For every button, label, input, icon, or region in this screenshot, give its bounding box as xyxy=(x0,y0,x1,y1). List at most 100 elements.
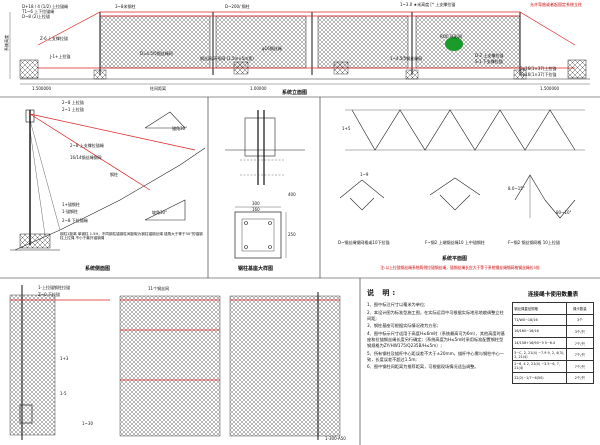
angle-2: 坡角30° xyxy=(152,209,167,215)
table-cell: 钢丝绳直径规格 xyxy=(512,302,567,315)
table-cell: 3个 xyxy=(565,313,595,327)
table-cell: 7个/只 xyxy=(565,348,595,361)
side-title: 系统侧面图 xyxy=(85,265,110,272)
plan-d4: 8.0~15° xyxy=(508,186,525,191)
label-b: J-1+上拉锚 xyxy=(49,53,70,59)
top-rope xyxy=(37,11,576,46)
spec-left: D+18 / 4 (1/2) 上拉锚绳 xyxy=(22,3,68,9)
plate-d1: 300 xyxy=(252,201,260,206)
rope-dim: φ16钢丝绳 xyxy=(262,45,282,51)
ring-label: ROC 环形网 xyxy=(440,33,462,39)
label-a: Z-6 上支撑拉锚 xyxy=(40,35,68,41)
note-3: 3、钢柱基座可根据实际情况改为方形; xyxy=(367,323,439,329)
label-c: S-1 下支撑拉锚 xyxy=(475,58,503,64)
dim-bottom-right: 1.500000 xyxy=(540,86,560,91)
net-panel-4 xyxy=(415,15,521,69)
table-cell: 绳卡数量 xyxy=(565,302,595,315)
anchor-right: 3φ16(1×37)上拉锚 xyxy=(520,65,556,71)
table-cell: T1/W0~18/16 xyxy=(512,313,567,327)
side-l7: 1-锚钢柱 xyxy=(62,208,78,214)
table-title: 连接绳卡使用数量表 xyxy=(527,292,579,298)
red-note: 注:以上拉锚钢丝绳系统两侧拉锚钢丝绳，锚钢丝绳长应大于等于系统钢丝绳钢网格钢丝绳… xyxy=(380,265,540,270)
label-d: D-2 上支撑拉锚 xyxy=(475,52,503,58)
side-l1: 2~8 上拉锚 xyxy=(62,99,84,105)
table-cell: 3个/只 xyxy=(565,325,595,338)
plan-d2: 1~9 xyxy=(360,172,369,177)
note-6: 6、图中钢柱间距离为推荐距离，可根据现场情况适当调整。 xyxy=(367,364,479,370)
plate-title: 钢柱基座大样图 xyxy=(238,265,273,272)
plan-d1: 1+5 xyxy=(342,126,351,131)
table-cell: 7个/只 xyxy=(565,359,595,373)
spec-left-3: D~8 (2)上拉锚 xyxy=(22,13,50,19)
table-cell: 7个/只 xyxy=(565,336,595,350)
dim-bottom-mid: 柱间距离 xyxy=(150,85,166,91)
notes-heading: 说 明: xyxy=(367,289,399,297)
bl-l7: 1-300-A50 xyxy=(325,436,346,441)
plan-sub-2: F~钢2 上端钢丝绳10 上中锚钢柱 xyxy=(425,239,485,245)
note-2: 2、本设计图为标准型施工图，在实际运用中可根据实际地形地貌调整立柱间距; xyxy=(367,309,504,321)
plan-d3: 80~10° xyxy=(556,210,572,215)
anchor-right-2: 3φ16(1×37)下拉锚 xyxy=(520,71,556,77)
left-anchor-block xyxy=(19,59,39,79)
base-plate-view: 300 160 250 400 钢柱基座大样图 xyxy=(225,110,305,272)
dim-bottom-left: 1.500000 xyxy=(32,86,52,91)
ring-net-symbol xyxy=(445,37,463,51)
table-cell: 5~C, 2, 21(4) ~7.9 9, 2, 4(3), 2, 21(4) xyxy=(512,348,567,361)
right-top-label: 1~3.0 ★米高度 [* 上支撑拉锚 xyxy=(400,1,455,7)
bl-l2: Z~0 下拉锚 xyxy=(38,291,60,297)
table-cell: 2个/只 xyxy=(565,371,595,385)
net-label-1: D=4.5/5钢丝绳网 xyxy=(140,50,173,56)
spec-left-2: T1~6 上下拉锚绳 xyxy=(21,8,54,14)
net-panel-1 xyxy=(99,15,211,69)
bl-l4: 1-5 xyxy=(60,391,67,396)
corner-right-label: 允许弯曲或者起固定系统立柱 xyxy=(530,1,582,7)
plan-view: 1+5 1~9 80~10° 8.0~15° D~钢丝绳钢网格或10下拉锚 F~… xyxy=(338,109,585,262)
side-l3: 2~8 上支撑拉锚绳 xyxy=(70,142,104,148)
bl-l3: 1+3 xyxy=(60,356,69,361)
plate-d4: 400 xyxy=(288,192,296,197)
mid-post-label: D~200/ 钢柱 xyxy=(225,3,250,9)
side-l4: 16/14钢丝绳钢网 xyxy=(70,154,102,160)
note-5: 5、所有钢柱及锚杆中心距误差不大于±20mm，锚杆中心需与钢柱中心一致，长度误差… xyxy=(367,350,504,362)
table-row: 22(2)~1/7~6(50)2个/只 xyxy=(512,371,595,385)
elevation-title: 系统立面图 xyxy=(282,89,307,96)
height-label: 系统高度 xyxy=(3,35,9,51)
plate-d3: 250 xyxy=(288,232,296,237)
note-1: 1、图中标注尺寸以毫米为单位; xyxy=(367,302,426,308)
posts xyxy=(99,12,521,75)
dim-bottom-mid-2: 1.00000 xyxy=(250,86,267,91)
table-cell: 14/158+16/90~5 5~6.4 xyxy=(512,336,567,350)
plan-sub-3: F~钢2 钢丝钢网格 10上拉锚 xyxy=(508,239,560,245)
table-row: 2~6, 4 2, 21(4) ~3.5~6, 7, 21(4)7个/只 xyxy=(512,359,595,373)
side-view: 2~8 上拉锚 2~1 上拉锚 2~8 上支撑拉锚绳 16/14钢丝绳钢网 钢柱… xyxy=(10,99,206,272)
right-anchor-block xyxy=(567,59,587,79)
table-row: 5~C, 2, 21(4) ~7.9 9, 2, 4(3), 2, 21(4)7… xyxy=(512,348,595,361)
notes-block: 说 明: 1、图中标注尺寸以毫米为单位; 2、本设计图为标准型施工图，在实际运用… xyxy=(367,289,507,372)
plan-sub-1: D~钢丝绳钢网格或10下拉锚 xyxy=(338,239,390,245)
post-label: 3~8米钢柱 xyxy=(115,3,135,9)
side-l8: 2~8 下拉锚绳 xyxy=(62,217,88,223)
bottom-details: 1-上拉锚钢柱拉锚 Z~0 下拉锚 1+3 1-5 1~30 11个钢丝网 1-… xyxy=(9,284,346,441)
bl-l6: 11个钢丝网 xyxy=(148,285,169,291)
table-row: 钢丝绳直径规格绳卡数量 xyxy=(512,302,595,315)
table-cell: 16/160~16/16 xyxy=(512,325,567,338)
plate-d2: 160 xyxy=(252,207,260,212)
side-l2: 2~1 上拉锚 xyxy=(62,106,84,112)
table-cell: 22(2)~1/7~6(50) xyxy=(512,371,567,385)
net-label-2: 1~4.5/5钢丝绳网 xyxy=(390,55,422,61)
net-note: 钢丝网/环形网 (1.5m×5m宽) xyxy=(200,55,254,61)
note-4: 4、图中标示尺寸适用于高度H≤6m时（系统最高可为6m），其他高度时基座和拉锚钢… xyxy=(367,330,505,349)
side-l5: 钢柱 xyxy=(110,171,118,177)
side-note: 钢柱1距离 单钢柱 1.5H，不同钢柱锚钢柱间距取为钢柱锚钢丝绳 锚角大于等于3… xyxy=(60,232,203,241)
plan-title: 系统平面图 xyxy=(442,255,467,262)
elevation-view: 系统高度 D+18 / 4 (1/2) 上拉锚绳 T1~6 上下拉锚绳 D~8 … xyxy=(3,1,590,96)
side-l6: 1+锚钢柱 xyxy=(62,201,80,207)
bl-l1: 1-上拉锚钢柱拉锚 xyxy=(38,284,70,290)
net-panel-3 xyxy=(317,15,409,69)
table-cell: 2~6, 4 2, 21(4) ~3.5~6, 7, 21(4) xyxy=(512,359,567,373)
